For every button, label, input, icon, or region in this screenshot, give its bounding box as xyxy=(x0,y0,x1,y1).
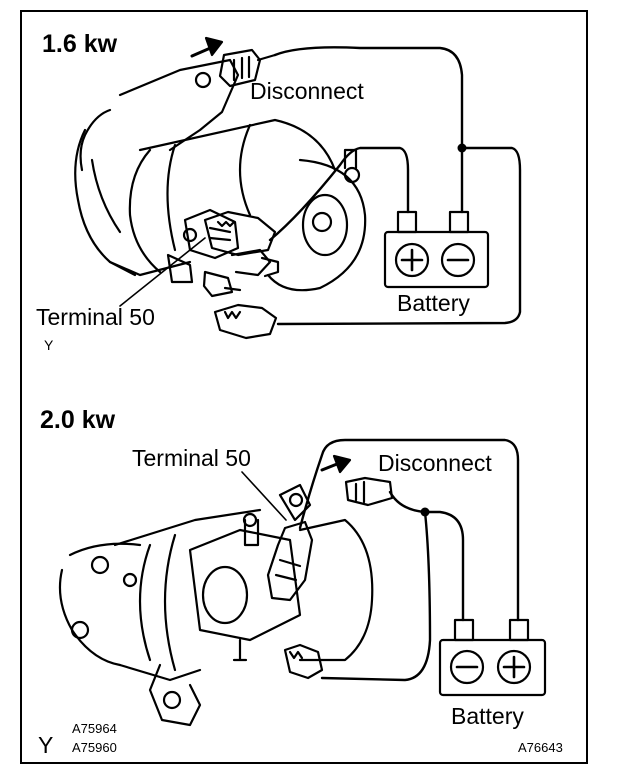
figure-code-a75960: A75960 xyxy=(72,740,117,755)
starter-motor-1-6kw xyxy=(74,58,367,298)
battery-label-1-6kw: Battery xyxy=(397,290,470,316)
terminal-50-plug-1-6kw xyxy=(203,210,277,257)
figure-frame xyxy=(20,10,588,764)
figure-code-a76643: A76643 xyxy=(518,740,563,755)
disconnect-label-2-0kw: Disconnect xyxy=(378,450,492,476)
connector-disconnected-1-6kw xyxy=(218,48,277,88)
battery-1-6kw xyxy=(383,210,490,289)
section-title-2-0kw: 2.0 kw xyxy=(40,406,116,434)
code-label-2-0kw: Y xyxy=(38,732,54,758)
connector-disconnected-2-0kw xyxy=(344,476,394,507)
figure-code-a75964: A75964 xyxy=(72,721,117,736)
terminal-50-plug-2-0kw xyxy=(266,520,314,602)
disconnect-label-1-6kw: Disconnect xyxy=(250,78,364,104)
terminal-50-label-1-6kw: Terminal 50 xyxy=(36,304,155,330)
negative-clip-2-0kw xyxy=(283,643,324,680)
battery-label-2-0kw: Battery xyxy=(451,703,524,729)
negative-clip-1-6kw xyxy=(213,303,278,340)
code-label-1-6kw: Y xyxy=(44,337,54,353)
battery-2-0kw xyxy=(438,618,547,697)
terminal-50-label-2-0kw: Terminal 50 xyxy=(132,445,251,471)
jumper-wires-2-0kw xyxy=(298,438,520,682)
starter-motor-2-0kw xyxy=(58,483,374,727)
section-title-1-6kw: 1.6 kw xyxy=(42,30,118,58)
jumper-wires-1-6kw xyxy=(268,46,522,326)
